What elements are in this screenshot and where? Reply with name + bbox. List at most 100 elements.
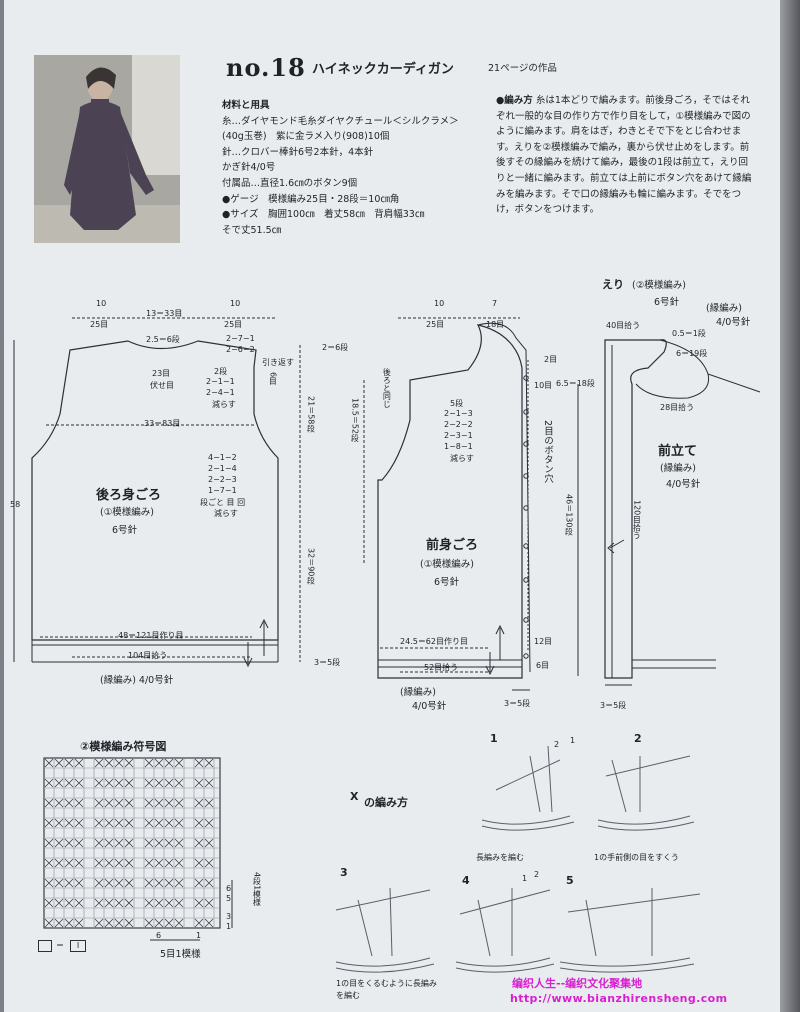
cross-stitch-symbol xyxy=(74,778,84,788)
pickup-label: 120目拾う xyxy=(632,500,642,540)
dim-label: 25目 xyxy=(426,320,445,329)
cross-stitch-symbol xyxy=(104,878,114,888)
cross-stitch-symbol xyxy=(44,878,54,888)
cross-stitch-symbol xyxy=(174,838,184,848)
cross-stitch-symbol xyxy=(154,798,164,808)
edge-label: (縁編み) 4/0号針 xyxy=(100,675,174,686)
same-as-back: 後ろと同じ xyxy=(382,368,392,408)
cross-stitch-symbol xyxy=(104,838,114,848)
cross-stitch-symbol xyxy=(64,918,74,928)
cross-stitch-symbol xyxy=(54,858,64,868)
chart-heading: ②模様編み符号図 xyxy=(80,740,167,753)
watermark-line: 编织人生--编织文化聚集地 xyxy=(512,977,643,990)
edge-label: 4/0号針 xyxy=(412,701,447,712)
hikikaesu-label: 引き返す xyxy=(262,358,294,367)
cross-stitch-symbol xyxy=(174,778,184,788)
front-pattern: (①模様編み) xyxy=(420,559,474,570)
cross-stitch-symbol xyxy=(164,818,174,828)
dec-label: 減らす xyxy=(214,509,238,518)
cross-stitch-symbol xyxy=(74,898,84,908)
cross-stitch-symbol xyxy=(174,878,184,888)
height-total: 58 xyxy=(10,500,21,509)
step-number: 4 xyxy=(462,874,470,887)
cross-stitch-symbol xyxy=(114,758,124,768)
cross-stitch-symbol xyxy=(74,818,84,828)
cross-stitch-symbol xyxy=(94,838,104,848)
cross-stitch-symbol xyxy=(144,758,154,768)
cross-stitch-symbol xyxy=(74,758,84,768)
dim-label: 10 xyxy=(434,299,445,308)
row-num: 1 xyxy=(226,922,232,931)
cross-stitch-symbol xyxy=(54,798,64,808)
cross-stitch-symbol xyxy=(144,818,154,828)
book-spine xyxy=(780,0,800,1012)
cross-stitch-symbol xyxy=(104,818,114,828)
size-line: ●サイズ 胸囲100㎝ 着丈58㎝ 背肩幅33㎝ xyxy=(222,209,425,221)
step-number: 3 xyxy=(340,866,348,879)
cross-stitch-symbol xyxy=(104,898,114,908)
button-hole-label: 2目のボタン穴 xyxy=(541,420,553,484)
cross-stitch-symbol xyxy=(194,798,204,808)
dim-label: 25目 xyxy=(90,320,109,329)
dec-label: 2−1−1 xyxy=(206,377,235,386)
cross-stitch-symbol xyxy=(204,758,214,768)
dec-label: 2−2−2 xyxy=(444,420,473,429)
edge-label: (縁編み) xyxy=(400,687,436,698)
cross-stitch-symbol xyxy=(94,878,104,888)
cross-stitch-symbol xyxy=(204,778,214,788)
cross-stitch-symbol xyxy=(154,898,164,908)
cross-stitch-symbol xyxy=(174,758,184,768)
fuse-label: 23目 xyxy=(152,369,171,378)
col-num: 1 xyxy=(196,931,202,940)
v-label: 46＝130段 xyxy=(564,494,574,536)
mini-label: 2 xyxy=(534,870,540,879)
cross-stitch-symbol xyxy=(204,898,214,908)
chart-bottom-label: 5目1模様 xyxy=(160,949,201,960)
cross-stitch-symbol xyxy=(144,918,154,928)
cross-stitch-symbol xyxy=(164,898,174,908)
materials-line: 付属品…直径1.6㎝のボタン9個 xyxy=(222,177,358,189)
cross-stitch-symbol xyxy=(64,798,74,808)
dec-label: 2−1−3 xyxy=(444,409,473,418)
step-number: 2 xyxy=(634,732,642,745)
legend-symbol-box: I xyxy=(70,940,86,952)
cross-stitch-symbol xyxy=(194,918,204,928)
materials-line: (40g玉巻) 紫に金ラメ入り(908)10個 xyxy=(222,131,390,143)
cross-stitch-symbol xyxy=(144,858,154,868)
cross-stitch-symbol xyxy=(114,918,124,928)
dec-label: 段ごと 目 回 xyxy=(200,498,246,507)
v-label: 18.5＝52段 xyxy=(350,398,360,442)
cross-stitch-symbol xyxy=(64,898,74,908)
cross-stitch-symbol xyxy=(124,898,134,908)
cross-stitch-symbol xyxy=(54,758,64,768)
col-num: 6 xyxy=(156,931,162,940)
cross-stitch-symbol xyxy=(44,778,54,788)
row-num: 3 xyxy=(226,912,232,921)
cross-stitch-symbol xyxy=(194,778,204,788)
dec-label: 2−4−1 xyxy=(206,388,235,397)
v-label: 0.5＝1段 xyxy=(672,329,706,338)
v-label: 6.5＝18段 xyxy=(556,379,595,388)
dec-label: 2−2−3 xyxy=(208,475,237,484)
mini-label: 1 xyxy=(522,874,528,883)
neck-label: 2.5＝6段 xyxy=(146,335,180,344)
cross-stitch-symbol xyxy=(114,898,124,908)
fuse-label: 伏せ目 xyxy=(150,381,174,390)
cross-stitch-symbol xyxy=(94,918,104,928)
dim-label: 7 xyxy=(492,299,498,308)
cross-stitch-symbol xyxy=(74,878,84,888)
cross-stitch-symbol xyxy=(64,758,74,768)
cross-stitch-symbol xyxy=(154,838,164,848)
cross-stitch-symbol xyxy=(54,878,64,888)
dec-label: 減らす xyxy=(450,454,474,463)
cross-stitch-symbol xyxy=(154,778,164,788)
v-label: 32＝90段 xyxy=(306,548,316,585)
v-label: 3＝5段 xyxy=(314,658,341,667)
cross-stitch-symbol xyxy=(174,898,184,908)
dim-label: 13＝33目 xyxy=(146,309,183,318)
maetate-edge: (縁編み) xyxy=(660,463,696,474)
step-caption: 1の手前側の目をすくう xyxy=(594,853,679,862)
cross-stitch-symbol xyxy=(54,778,64,788)
dec-label: 2−3−1 xyxy=(444,431,473,440)
